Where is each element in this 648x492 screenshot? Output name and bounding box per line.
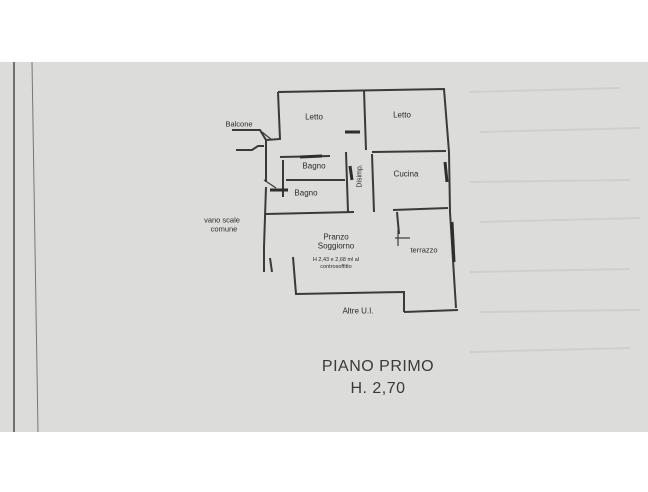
wall-outer-left-lower [263, 186, 267, 272]
floor-plan-sheet: Letto Letto Bagno Bagno Disimp. Cucina P… [0, 62, 648, 432]
wall-bedroom-kitchen [371, 150, 447, 153]
wall-disimp-left [345, 151, 349, 213]
wall-kitchen-living [392, 207, 449, 211]
bleed-through-marks [469, 87, 641, 353]
wall-terrace-left [396, 211, 400, 235]
room-label-terrace: terrazzo [410, 245, 438, 255]
label-other-units: Altre U.I. [342, 306, 374, 316]
details [261, 131, 410, 246]
walls [232, 87, 459, 313]
wall-outer-left-upper [265, 91, 282, 182]
floor-plan-drawing [13, 62, 641, 432]
room-label-dining: Pranzo [323, 232, 349, 242]
wall-bottom-terrace [403, 309, 459, 313]
ceiling-height-note-1: H 2,43 e 2,68 ml al [312, 257, 360, 263]
room-label-bedroom-right: Letto [393, 110, 411, 120]
wall-bath-living [265, 211, 355, 215]
balcony-rail [232, 129, 267, 141]
ceiling-height-note-2: controsoffitto [320, 264, 352, 270]
wall-bottom-living [292, 256, 405, 312]
label-stairwell-2: comune [210, 224, 238, 234]
stair-edge [269, 257, 273, 273]
wall-disimp-right [371, 153, 375, 213]
entry-arrow [263, 179, 277, 189]
balcony-edge [236, 145, 264, 151]
wall-outer-top-right [277, 87, 457, 309]
room-label-hallway: Disimp. [356, 164, 364, 188]
room-label-living: Soggiorno [317, 241, 355, 251]
balcone-leader [261, 131, 273, 141]
room-label-bathroom-lower: Bagno [294, 188, 318, 198]
room-label-bedroom-left: Letto [305, 112, 323, 122]
door-marks [270, 130, 456, 263]
floor-title: PIANO PRIMO [321, 358, 435, 375]
room-label-kitchen: Cucina [393, 169, 419, 179]
room-label-bathroom-upper: Bagno [302, 161, 326, 171]
margin-line-inner [31, 62, 39, 432]
wall-between-bedrooms [363, 89, 367, 151]
label-stairwell-1: vano scale [204, 215, 240, 225]
floor-height: H. 2,70 [350, 380, 406, 397]
label-balcony: Balcone [225, 119, 253, 129]
